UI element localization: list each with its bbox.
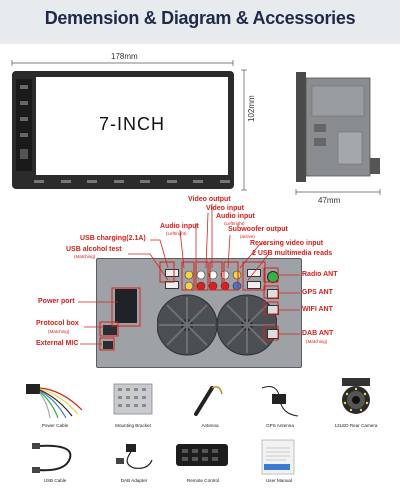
gps-ant-label: GPS ANT — [302, 289, 333, 296]
audio-input-right-label: Audio input — [216, 213, 255, 220]
usb-charging-label: USB charging(2.1A) — [80, 235, 146, 242]
accessory-label-gps-antenna: GPS Antenna — [266, 423, 294, 428]
mounting-bracket-image — [113, 383, 153, 415]
accessory-label-usb-cable: USB Cable — [43, 478, 67, 483]
accessory-label-antenna: Antenna — [201, 423, 219, 428]
depth-dimension-label: 47mm — [318, 196, 341, 205]
volume-up-button-icon — [20, 117, 28, 121]
bottom-button-icon — [193, 179, 204, 183]
dab-adapter-image — [116, 444, 153, 469]
radio-front-panel: 7-INCH — [12, 71, 234, 189]
bottom-button-icon — [166, 179, 177, 183]
power-port-label: Power port — [38, 298, 75, 305]
audio-input-left-label: Audio input — [160, 223, 199, 230]
subwoofer-output-sub: (active) — [240, 234, 255, 239]
radio-side-view — [296, 72, 380, 182]
usb-alcohol-test-label: USB alcohol test — [66, 246, 122, 253]
width-dimension-label: 178mm — [111, 52, 138, 61]
subwoofer-output-label: Subwoofer output — [228, 226, 288, 233]
accessory-label-remote-control: Remote Control — [186, 478, 220, 483]
rca-jacks — [184, 270, 242, 291]
side-button-strip — [16, 79, 32, 171]
remote-control-image — [176, 444, 228, 466]
gps-antenna-image — [261, 386, 299, 417]
usb-multimedia-reads-label: 2 USB multimedia reads — [252, 250, 333, 257]
usb-multimedia-port-2 — [247, 281, 261, 289]
accessory-label-dab-adapter: DAB Adapter — [120, 478, 148, 483]
usb-charging-port — [165, 269, 179, 277]
usb-cable-image — [32, 443, 72, 473]
audio-input-right-sub: (Left/right) — [224, 221, 245, 226]
screen-area: 7-INCH — [36, 77, 228, 175]
screen-size-label: 7-INCH — [98, 114, 165, 134]
accessory-label-power-cable: Power Cable — [41, 423, 69, 428]
reversing-video-input-label: Reversing video input — [250, 240, 324, 247]
bottom-button-icon — [140, 179, 151, 183]
bottom-button-row — [34, 177, 230, 185]
dab-ant-label: DAB ANT — [302, 330, 334, 337]
antenna-image — [194, 386, 223, 416]
power-port-connector — [115, 289, 137, 323]
bottom-button-icon — [34, 179, 44, 183]
bottom-button-icon — [60, 179, 71, 183]
home-button-icon — [20, 101, 28, 105]
bottom-button-icon — [87, 179, 98, 183]
user-manual-image — [261, 439, 295, 475]
bottom-button-icon — [113, 179, 124, 183]
audio-input-left-sub: (Left/right) — [166, 231, 187, 236]
accessory-label-user-manual: User Manual — [265, 478, 293, 483]
radio-ant-label: Radio ANT — [302, 271, 338, 278]
bottom-button-icon — [219, 179, 230, 183]
external-mic-connector — [103, 341, 113, 349]
page-title: Demension & Diagram & Accessories — [44, 8, 356, 28]
protocol-box-sub: (Matching) — [48, 329, 70, 334]
power-button-icon — [20, 85, 28, 89]
external-mic-label: External MIC — [36, 340, 79, 347]
cooling-fans — [157, 294, 277, 356]
wifi-ant-label: WIFI ANT — [302, 306, 333, 313]
usb-port-icon — [20, 149, 28, 159]
rear-camera-image — [342, 378, 370, 414]
radio-back-panel — [96, 258, 302, 368]
volume-down-button-icon — [20, 133, 28, 137]
video-output-label: Video output — [188, 196, 231, 203]
protocol-box-connector — [103, 325, 117, 335]
accessory-label-mounting-bracket: Mounting Bracket — [115, 423, 151, 428]
usb-alcohol-test-sub: (Matching) — [74, 254, 96, 259]
dab-ant-sub: (Matching) — [306, 339, 328, 344]
header-banner: Demension & Diagram & Accessories — [0, 0, 400, 44]
accessory-label-rear-camera: 12LED Rear Camera — [334, 423, 378, 428]
power-cable-image — [26, 384, 83, 419]
protocol-box-label: Protocol box — [36, 320, 79, 327]
video-input-label: Video input — [206, 205, 244, 212]
